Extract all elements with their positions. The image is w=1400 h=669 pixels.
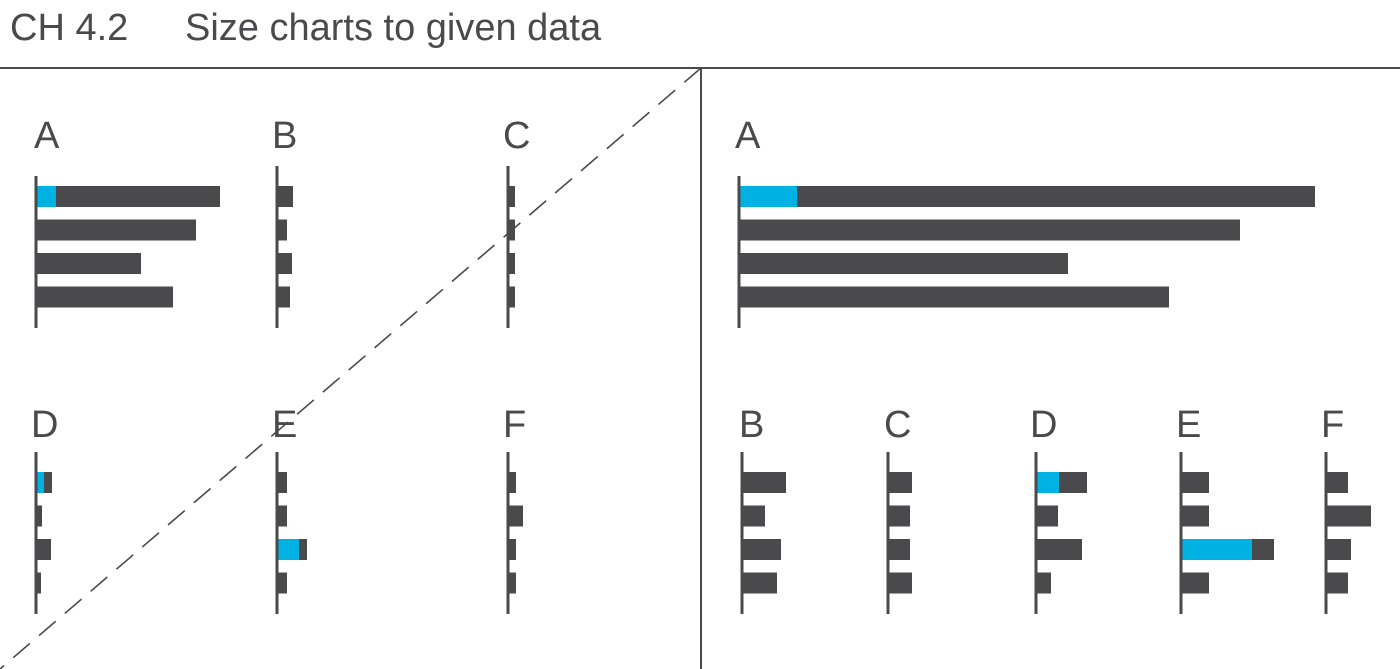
bar (508, 286, 515, 308)
bar (36, 539, 51, 560)
bar (508, 572, 516, 594)
chart-label: F (503, 404, 526, 446)
bar-highlight (36, 472, 44, 493)
chart-label: C (503, 115, 530, 157)
bar (277, 572, 287, 594)
bar (1036, 539, 1082, 560)
diagonal-dashed-line (0, 67, 702, 669)
bar (888, 505, 910, 527)
bar (277, 219, 287, 241)
chart-label: A (735, 115, 761, 157)
chart-label: D (31, 404, 58, 446)
chart-label: D (1030, 404, 1057, 446)
bar (888, 472, 912, 493)
charts-layer: A B C D E F A B C D E F (31, 115, 1371, 614)
bar (508, 186, 515, 207)
chart-right-b: B (739, 404, 786, 614)
bar (508, 253, 515, 274)
chapter-label: CH 4.2 (10, 7, 128, 49)
bar (742, 472, 786, 493)
bar (1181, 572, 1209, 594)
bar-highlight (1036, 472, 1059, 493)
bar (742, 505, 765, 527)
bar-highlight (739, 186, 797, 207)
bar (742, 572, 777, 594)
bar (36, 186, 220, 207)
chart-right-c: C (884, 404, 912, 614)
bar (508, 472, 516, 493)
chart-right-a: A (735, 115, 1315, 328)
page-title: Size charts to given data (185, 7, 602, 49)
bar (508, 539, 516, 560)
chart-label: B (739, 404, 764, 446)
bar (277, 286, 290, 308)
bar-highlight (36, 186, 56, 207)
bar (1326, 472, 1348, 493)
bar (739, 253, 1068, 274)
bar (36, 286, 173, 308)
chart-right-f: F (1321, 404, 1371, 614)
bar (277, 472, 287, 493)
chart-right-e: E (1176, 404, 1274, 614)
chart-left-d: D (31, 404, 58, 614)
bar (36, 572, 41, 594)
bar (36, 219, 196, 241)
bar (1036, 572, 1051, 594)
bar (1326, 539, 1351, 560)
bar (1181, 505, 1209, 527)
bar (739, 286, 1169, 308)
chart-left-f: F (503, 404, 526, 614)
bar-highlight (277, 539, 299, 560)
bar (508, 219, 515, 241)
bar (742, 539, 781, 560)
chart-left-b: B (272, 115, 297, 328)
bar (739, 219, 1240, 241)
bar (888, 539, 910, 560)
bar-highlight (1181, 539, 1252, 560)
bar (36, 505, 42, 527)
chart-left-a: A (34, 115, 220, 328)
chart-label: B (272, 115, 297, 157)
bar (1326, 505, 1371, 527)
bar (888, 572, 912, 594)
chart-right-d: D (1030, 404, 1087, 614)
chart-left-c: C (503, 115, 530, 328)
chart-label: E (1176, 404, 1201, 446)
bar (277, 505, 287, 527)
bar (739, 186, 1315, 207)
bar (1326, 572, 1348, 594)
bar (277, 253, 292, 274)
bar (36, 253, 141, 274)
chart-label: A (34, 115, 60, 157)
bar (277, 186, 293, 207)
chart-left-e: E (272, 404, 307, 614)
bar (1181, 472, 1209, 493)
chart-label: E (272, 404, 297, 446)
bar (1036, 505, 1058, 527)
chart-label: F (1321, 404, 1344, 446)
bar (508, 505, 523, 527)
chart-label: C (884, 404, 911, 446)
